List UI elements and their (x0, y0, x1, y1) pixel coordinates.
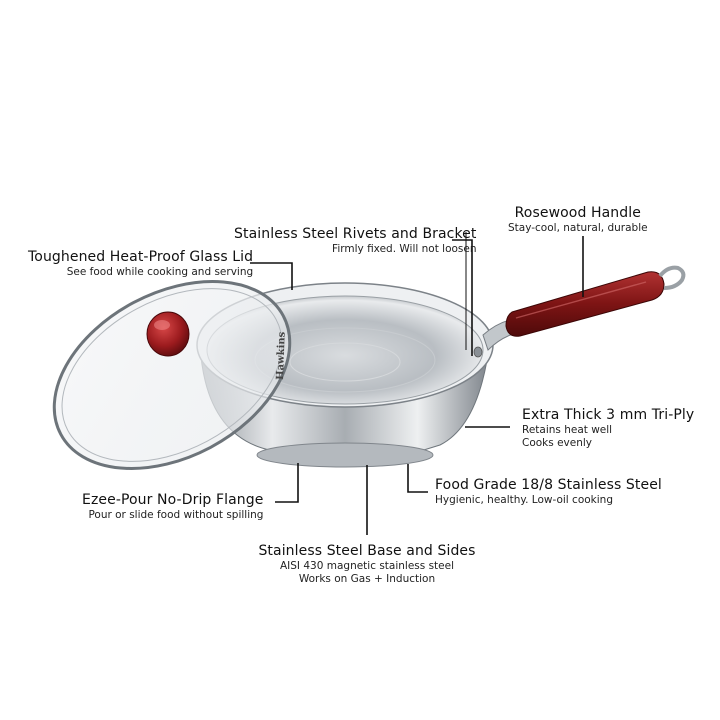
food-grade-label: Food Grade 18/8 Stainless Steel Hygienic… (435, 477, 662, 507)
glass-lid-label: Toughened Heat-Proof Glass Lid See food … (28, 249, 253, 279)
rivets-leader (452, 239, 473, 356)
rivets-title: Stainless Steel Rivets and Bracket (234, 226, 477, 242)
callout-lines (250, 236, 584, 535)
base-label: Stainless Steel Base and Sides AISI 430 … (256, 543, 478, 586)
flange-subtitle: Pour or slide food without spilling (88, 509, 264, 521)
flange-leader (275, 463, 299, 503)
base-title: Stainless Steel Base and Sides (258, 543, 476, 559)
handle-subtitle: Stay-cool, natural, durable (508, 222, 648, 234)
triply-label: Extra Thick 3 mm Tri-Ply Retains heat we… (522, 407, 694, 450)
glass-lid (52, 280, 292, 470)
food-grade-title: Food Grade 18/8 Stainless Steel (435, 477, 662, 493)
handle-title: Rosewood Handle (514, 205, 641, 221)
brand-text: Hawkins (275, 331, 288, 380)
food-grade-leader (407, 464, 428, 493)
triply-subtitle-2: Cooks evenly (522, 437, 592, 449)
base-subtitle-2: Works on Gas + Induction (298, 573, 436, 585)
rosewood-handle (505, 265, 686, 337)
glass-lid-title: Toughened Heat-Proof Glass Lid (28, 249, 254, 265)
base-subtitle-1: AISI 430 magnetic stainless steel (279, 560, 455, 572)
triply-subtitle-1: Retains heat well (522, 424, 613, 436)
rivets-label: Stainless Steel Rivets and Bracket Firml… (234, 226, 477, 256)
handle-label: Rosewood Handle Stay-cool, natural, dura… (508, 205, 648, 235)
glass-lid-subtitle: See food while cooking and serving (66, 266, 254, 278)
food-grade-subtitle: Hygienic, healthy. Low-oil cooking (435, 494, 613, 506)
rivets-subtitle: Firmly fixed. Will not loosen (332, 243, 477, 255)
triply-title: Extra Thick 3 mm Tri-Ply (522, 407, 695, 423)
lid-knob (146, 311, 190, 357)
glass-lid-leader (250, 262, 293, 290)
flange-label: Ezee-Pour No-Drip Flange Pour or slide f… (82, 492, 263, 522)
flange-title: Ezee-Pour No-Drip Flange (82, 492, 264, 508)
